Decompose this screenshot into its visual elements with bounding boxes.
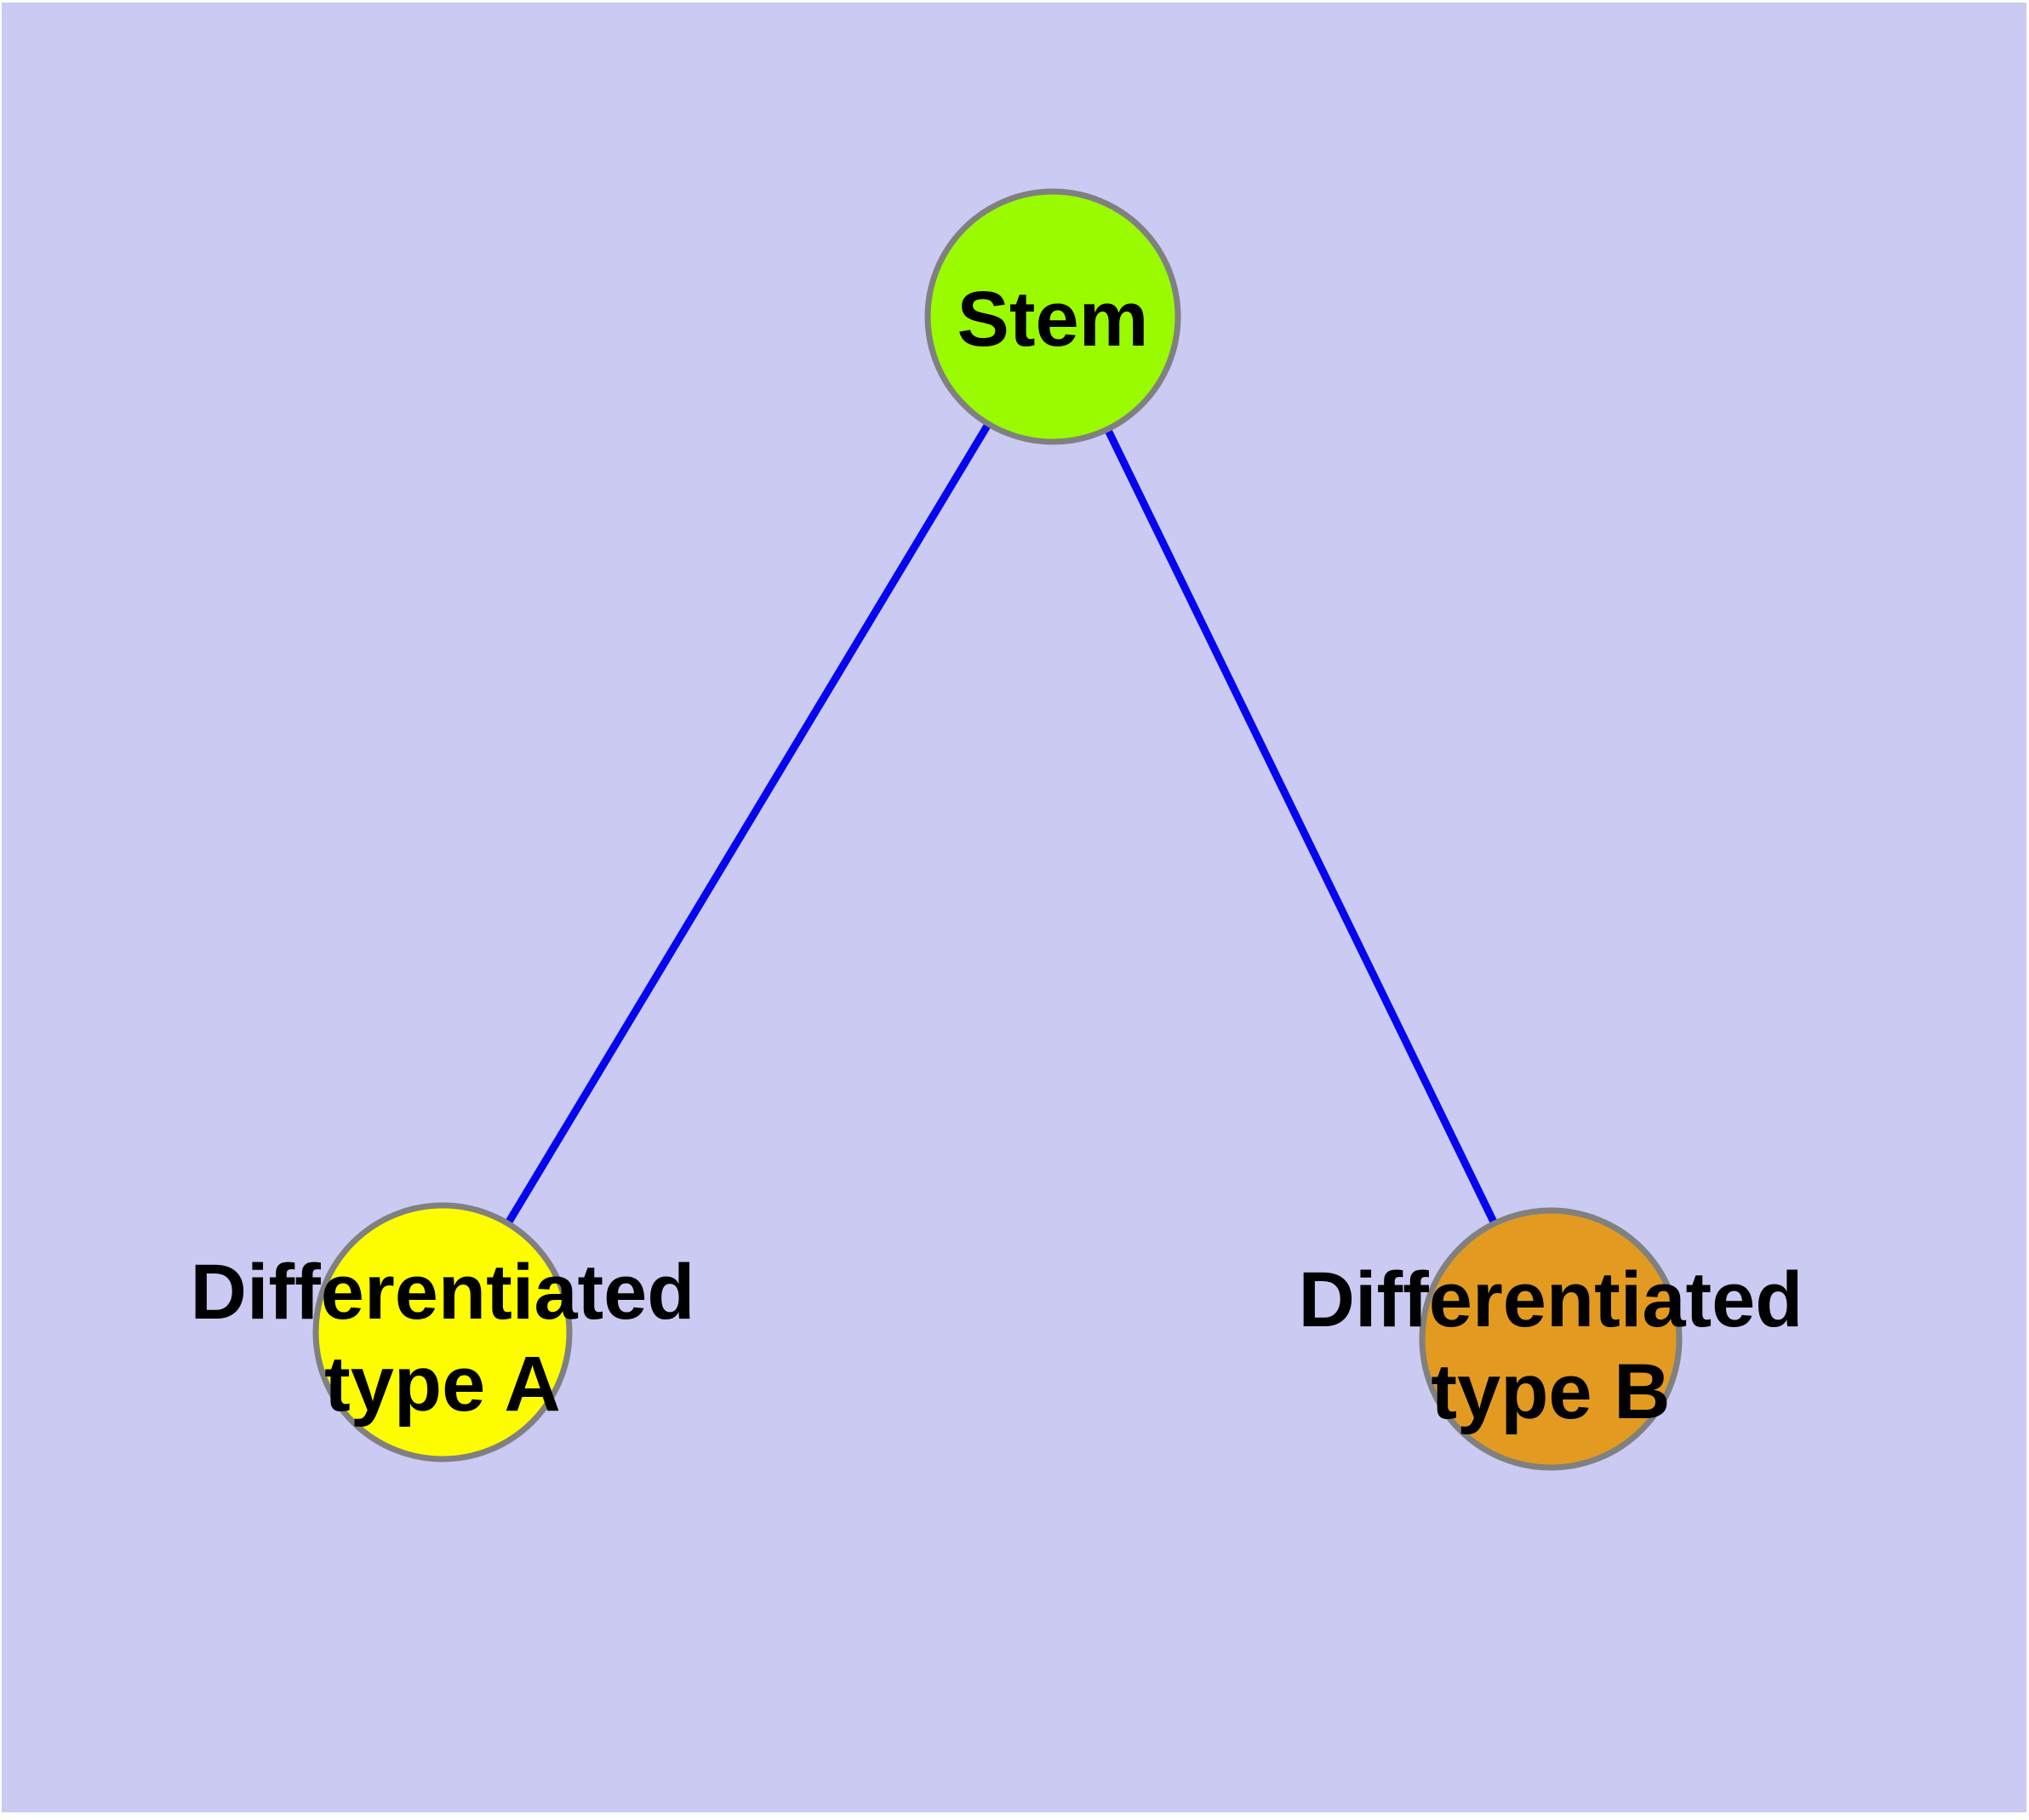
node-differentiated-a-circle xyxy=(312,1202,573,1462)
node-stem-label: Stem xyxy=(957,276,1149,363)
node-differentiated-a-label-line2: type A xyxy=(324,1341,561,1428)
edge-stem-to-differentiated-a xyxy=(438,312,1057,1336)
node-differentiated-b-circle xyxy=(1419,1207,1683,1471)
node-differentiated-a-label-line1: Differentiated xyxy=(191,1249,695,1336)
node-differentiated-b-label-line2: type B xyxy=(1431,1348,1670,1435)
node-differentiated-b-label-line1: Differentiated xyxy=(1299,1256,1803,1343)
node-stem-circle xyxy=(924,188,1181,445)
edge-stem-to-differentiated-b xyxy=(1049,312,1555,1343)
